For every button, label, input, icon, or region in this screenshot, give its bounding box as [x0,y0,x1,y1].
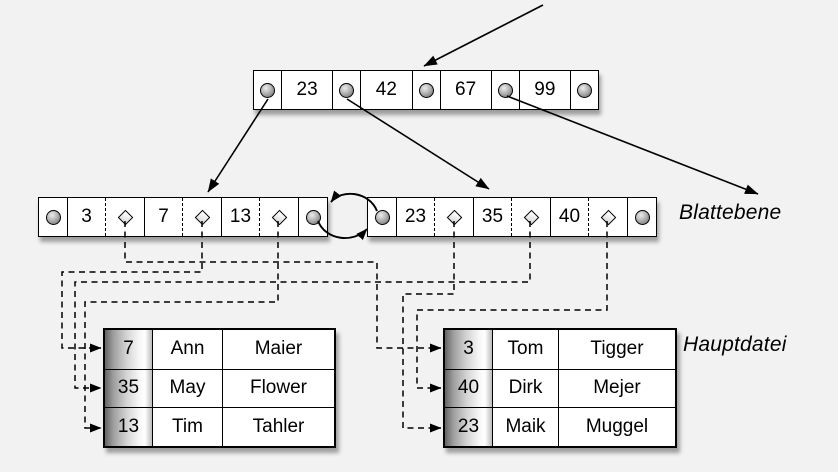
record-firstname: Tom [492,330,558,369]
leaf-key: 35 [474,198,512,236]
diamond-icon [117,209,133,225]
leaf-pointer-cell [298,198,327,236]
arrow-into-root [423,4,544,67]
record-pointer-cell [512,198,550,236]
root-key-cell: 23 [281,71,332,109]
leaf-key: 3 [68,198,106,236]
diamond-icon [523,209,539,225]
record-lastname: Flower [222,368,334,407]
leaf-pointer-cell [368,198,396,236]
leaf-key: 7 [145,198,183,236]
record-key: 40 [445,368,492,407]
record-table-right: 3 Tom Tigger 40 Dirk Mejer 23 Maik Mugge… [443,328,677,448]
leaf-key-cell: 13 [221,198,298,236]
record-pointer-cell [106,198,144,236]
leaf-key: 40 [551,198,589,236]
leaf-key-cell: 3 [67,198,144,236]
record-lastname: Muggel [558,407,675,446]
record-key: 3 [445,330,492,369]
pointer-circle-icon [497,82,513,98]
leaf-pointer-cell [39,198,67,236]
record-key: 35 [105,368,152,407]
record-table-left: 7 Ann Maier 35 May Flower 13 Tim Tahler [103,328,336,448]
root-key-cell: 99 [518,71,570,109]
leaf-key-cell: 35 [473,198,550,236]
diamond-icon [194,209,210,225]
leaf-key-cell: 23 [396,198,473,236]
diamond-icon [271,209,287,225]
record-lastname: Tigger [558,330,675,369]
record-lastname: Mejer [558,368,675,407]
record-key: 7 [105,330,152,369]
root-pointer-cell [570,71,598,109]
root-pointer-cell [332,71,360,109]
diamond-icon [600,209,616,225]
leaf-node-left: 3 7 13 [38,197,328,237]
diamond-icon [446,209,462,225]
record-key: 13 [105,407,152,446]
arrow-root-to-right-leaf [346,98,490,190]
pointer-circle-icon [374,209,390,225]
leaf-key: 13 [222,198,260,236]
pointer-circle-icon [305,209,321,225]
record-firstname: May [152,368,222,407]
record-firstname: Ann [152,330,222,369]
leaf-key-cell: 7 [144,198,221,236]
arrow-root-to-next-leaf [506,95,759,195]
arrow-root-to-left-leaf [207,98,269,193]
record-pointer-cell [183,198,221,236]
record-pointer-cell [589,198,627,236]
pointer-circle-icon [634,209,650,225]
root-pointer-cell [411,71,440,109]
record-firstname: Maik [492,407,558,446]
root-pointer-cell [254,71,281,109]
pointer-circle-icon [577,82,592,98]
root-key-cell: 67 [439,71,491,109]
leaf-level-label: Blattebene [679,201,782,224]
leaf-key: 23 [397,198,435,236]
record-key: 23 [445,407,492,446]
root-pointer-cell [490,71,519,109]
record-lastname: Tahler [222,407,334,446]
leaf-node-right: 23 35 40 [367,197,657,237]
record-firstname: Tim [152,407,222,446]
root-node: 23 42 67 99 [253,70,599,110]
record-firstname: Dirk [492,368,558,407]
pointer-circle-icon [418,82,434,98]
pointer-circle-icon [260,82,275,98]
main-file-label: Hauptdatei [683,333,787,356]
record-lastname: Maier [222,330,334,369]
pointer-circle-icon [339,82,355,98]
record-pointer-cell [435,198,473,236]
leaf-key-cell: 40 [550,198,627,236]
pointer-circle-icon [45,209,61,225]
record-pointer-cell [260,198,298,236]
leaf-pointer-cell [627,198,656,236]
root-key-cell: 42 [360,71,411,109]
